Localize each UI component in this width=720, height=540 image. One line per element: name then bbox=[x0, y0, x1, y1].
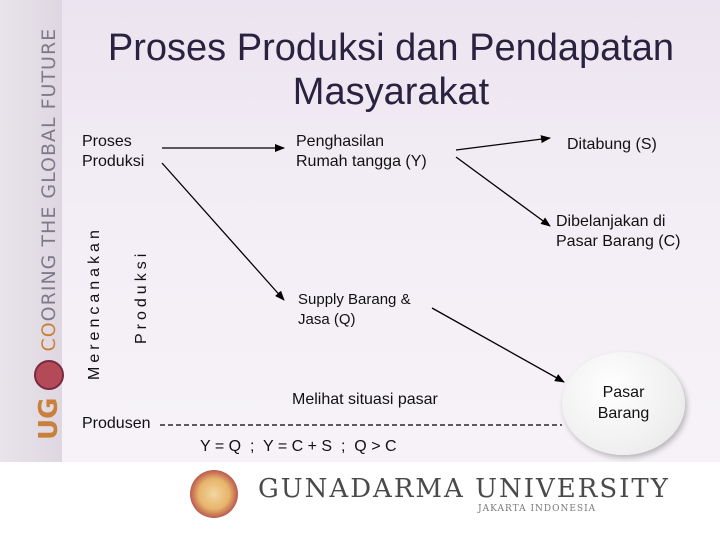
pasar-barang-ellipse bbox=[562, 352, 685, 455]
dibelanjakan-line-1: Dibelanjakan di bbox=[556, 213, 666, 230]
arrow-penghasilan-to-dibelanjakan bbox=[455, 156, 551, 227]
node-melihat-situasi: Melihat situasi pasar bbox=[292, 391, 438, 408]
supply-line-1: Supply Barang & bbox=[298, 291, 411, 308]
vertical-produksi: Produksi bbox=[133, 249, 150, 344]
pasar-line-1: Pasar bbox=[602, 384, 645, 401]
arrow-proses-to-supply bbox=[161, 162, 285, 301]
node-produsen: Produsen bbox=[82, 415, 151, 432]
footer-university-name: GUNADARMA UNIVERSITY bbox=[258, 474, 670, 504]
gunadarma-logo-icon bbox=[190, 470, 238, 518]
arrow-penghasilan-to-ditabung bbox=[455, 135, 551, 151]
footer bbox=[0, 462, 720, 540]
footer-city: JAKARTA INDONESIA bbox=[478, 504, 597, 514]
node-penghasilan: Penghasilan Rumah tangga (Y) bbox=[296, 132, 427, 172]
proses-line-1: Proses bbox=[82, 133, 132, 150]
pasar-line-2: Barang bbox=[597, 405, 650, 422]
node-supply: Supply Barang & Jasa (Q) bbox=[298, 290, 411, 330]
pasar-barang-label: Pasar Barang bbox=[562, 382, 685, 424]
supply-line-2: Jasa (Q) bbox=[298, 311, 356, 328]
proses-line-2: Produksi bbox=[82, 153, 145, 170]
node-proses-produksi: Proses Produksi bbox=[82, 132, 144, 172]
arrow-supply-to-pasar bbox=[431, 307, 565, 383]
node-dibelanjakan: Dibelanjakan di Pasar Barang (C) bbox=[556, 212, 681, 252]
node-ditabung: Ditabung (S) bbox=[567, 136, 657, 153]
title-line-2: Masyarakat bbox=[292, 71, 490, 113]
vertical-merencanakan: Merencanakan bbox=[86, 226, 103, 380]
slide-title: Proses Produksi dan Pendapatan Masyaraka… bbox=[62, 26, 720, 114]
penghasilan-line-2: Rumah tangga (Y) bbox=[296, 153, 427, 170]
penghasilan-line-1: Penghasilan bbox=[296, 133, 385, 150]
equation: Y = Q ; Y = C + S ; Q > C bbox=[200, 438, 397, 455]
dibelanjakan-line-2: Pasar Barang (C) bbox=[556, 233, 681, 250]
title-line-1: Proses Produksi dan Pendapatan bbox=[107, 27, 675, 69]
